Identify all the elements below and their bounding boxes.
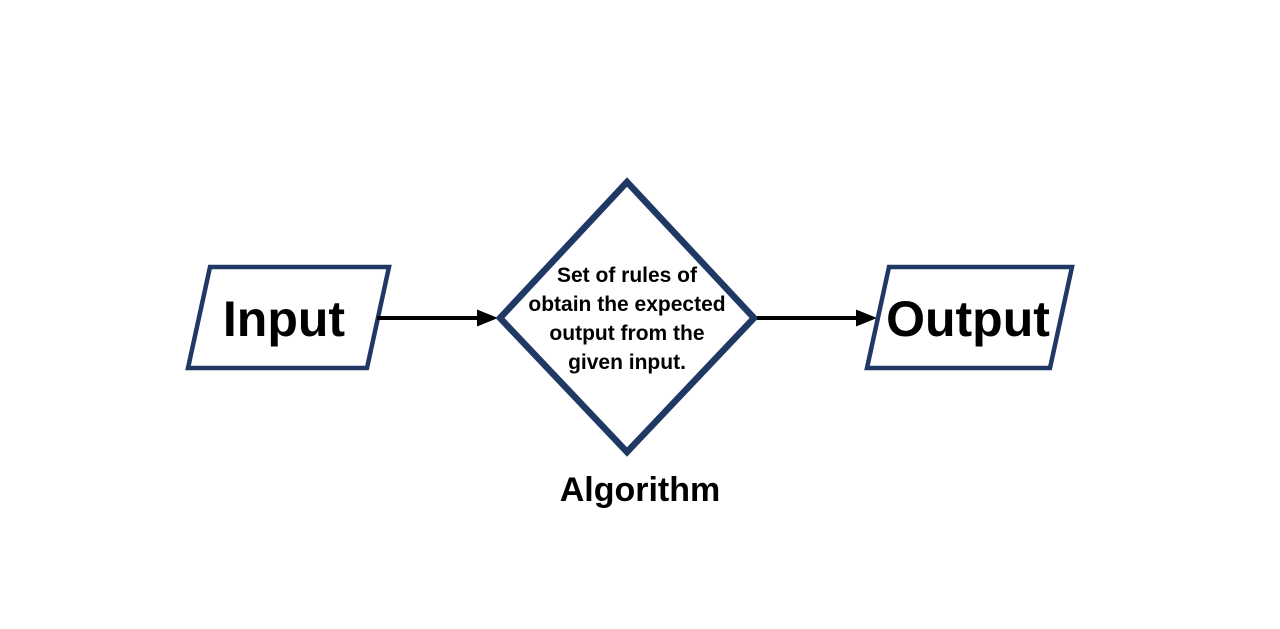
algorithm-description-line-2: obtain the expected [528,293,725,316]
algorithm-caption: Algorithm [560,471,721,509]
arrowhead-icon [477,309,498,327]
arrowhead-icon [856,309,877,327]
algorithm-description-line-4: given input. [568,351,686,374]
arrow-algorithm-to-output [757,309,877,327]
output-label: Output [886,291,1050,347]
algorithm-description-line-3: output from the [549,322,704,345]
input-label: Input [223,291,346,347]
algorithm-description-line-1: Set of rules of [557,264,698,287]
arrow-input-to-algorithm [377,309,498,327]
algorithm-diamond [495,177,759,457]
input-parallelogram [185,264,392,371]
output-parallelogram [864,264,1075,371]
